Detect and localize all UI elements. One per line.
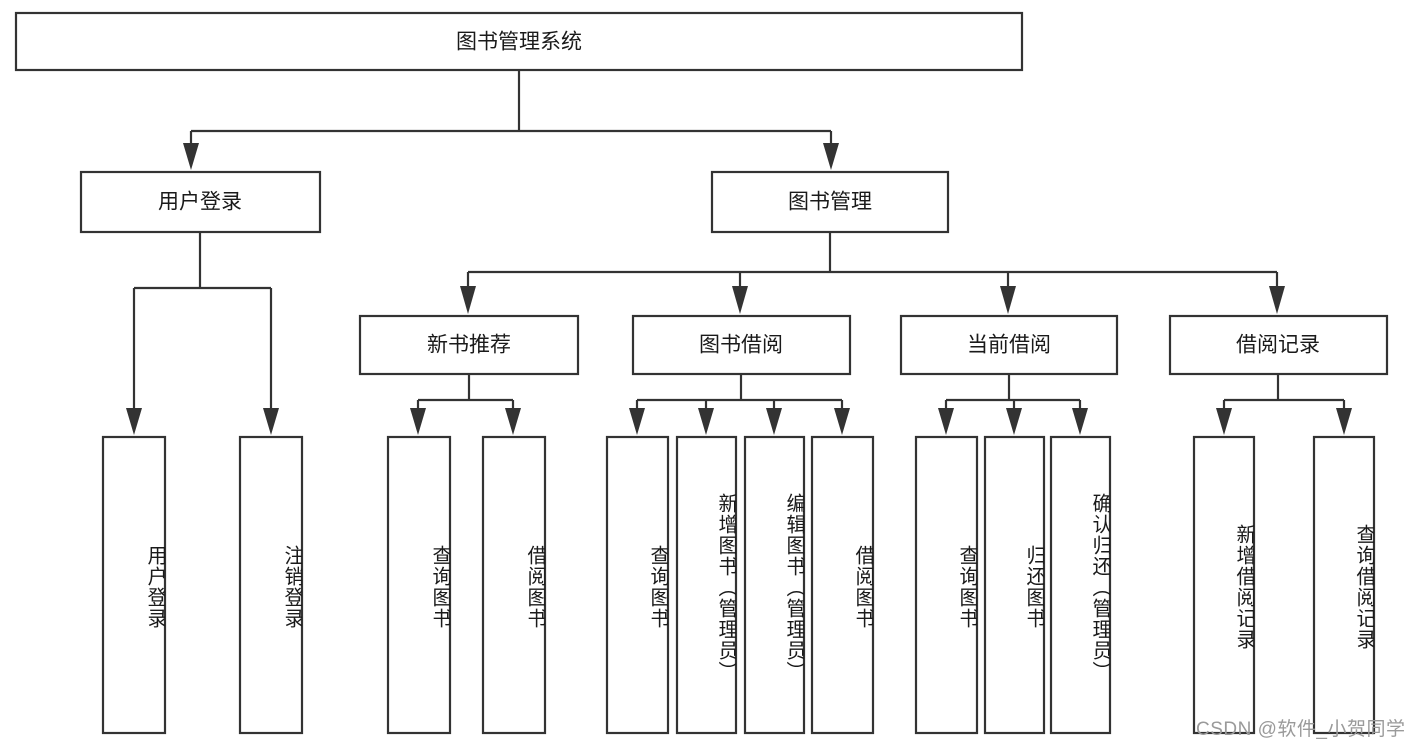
- leaf-box-current-borrow-3[interactable]: [1049, 435, 1112, 735]
- arrow-user-login-leaf1: [126, 408, 142, 435]
- csdn-watermark: CSDN @软件_小贺同学: [1196, 719, 1405, 740]
- arrow-bb-leaf1: [629, 408, 645, 435]
- current-borrow-box[interactable]: [899, 314, 1119, 376]
- new-book-recommend-label: 新书推荐: [427, 334, 511, 357]
- user-login-label: 用户登录: [158, 191, 242, 214]
- arrow-new-book-leaf2: [505, 408, 521, 435]
- node-current-borrow[interactable]: 当前借阅: [899, 314, 1119, 376]
- leaf-box-book-borrow-2[interactable]: [675, 435, 738, 735]
- book-management-box[interactable]: [710, 170, 950, 234]
- arrow-bb-leaf4: [834, 408, 850, 435]
- arrow-bb-leaf3: [766, 408, 782, 435]
- arrow-br-leaf2: [1336, 408, 1352, 435]
- new-book-recommend-box[interactable]: [358, 314, 580, 376]
- arrow-user-login-leaf2: [263, 408, 279, 435]
- arrow-cb-leaf2: [1006, 408, 1022, 435]
- node-new-book-recommend[interactable]: 新书推荐: [358, 314, 580, 376]
- connector-borrow-record-to-leaves: [1216, 374, 1352, 435]
- leaf-box-borrow-record-1[interactable]: [1192, 435, 1256, 735]
- arrow-cb-leaf3: [1072, 408, 1088, 435]
- connector-new-book-to-leaves: [410, 374, 521, 435]
- leaf-box-user-login-1[interactable]: [101, 435, 167, 735]
- connector-book-borrow-to-leaves: [629, 374, 850, 435]
- node-book-management[interactable]: 图书管理: [710, 170, 950, 234]
- borrow-record-box[interactable]: [1168, 314, 1389, 376]
- root-box[interactable]: [14, 11, 1024, 72]
- leaf-box-book-borrow-4[interactable]: [810, 435, 875, 735]
- arrow-to-book-mgmt: [823, 143, 839, 170]
- arrow-br-leaf1: [1216, 408, 1232, 435]
- root-label: 图书管理系统: [456, 31, 582, 54]
- arrow-to-user-login: [183, 143, 199, 170]
- leaf-box-new-book-2[interactable]: [481, 435, 547, 735]
- node-borrow-record[interactable]: 借阅记录: [1168, 314, 1389, 376]
- leaf-box-current-borrow-2[interactable]: [983, 435, 1046, 735]
- leaf-box-book-borrow-1[interactable]: [605, 435, 670, 735]
- arrow-bb-leaf2: [698, 408, 714, 435]
- connector-root-to-level2: [183, 70, 839, 170]
- leaf-box-current-borrow-1[interactable]: [914, 435, 979, 735]
- arrow-cb-leaf1: [938, 408, 954, 435]
- arrow-borrow-record: [1269, 286, 1285, 314]
- arrow-book-borrow: [732, 286, 748, 314]
- book-management-label: 图书管理: [788, 191, 872, 214]
- book-borrow-label: 图书借阅: [699, 334, 783, 357]
- leaf-box-borrow-record-2[interactable]: [1312, 435, 1376, 735]
- node-book-borrow[interactable]: 图书借阅: [631, 314, 852, 376]
- book-borrow-box[interactable]: [631, 314, 852, 376]
- arrow-new-book-leaf1: [410, 408, 426, 435]
- node-user-login[interactable]: 用户登录: [79, 170, 322, 234]
- leaf-box-book-borrow-3[interactable]: [743, 435, 806, 735]
- connector-user-login-to-leaves: [126, 232, 279, 435]
- arrow-current-borrow: [1000, 286, 1016, 314]
- connector-current-borrow-to-leaves: [938, 374, 1088, 435]
- node-root[interactable]: 图书管理系统: [14, 11, 1024, 72]
- leaf-box-user-login-2[interactable]: [238, 435, 304, 735]
- leaf-box-new-book-1[interactable]: [386, 435, 452, 735]
- current-borrow-label: 当前借阅: [967, 334, 1051, 357]
- connector-book-mgmt-to-level3: [460, 232, 1285, 314]
- arrow-new-book: [460, 286, 476, 314]
- borrow-record-label: 借阅记录: [1236, 334, 1320, 357]
